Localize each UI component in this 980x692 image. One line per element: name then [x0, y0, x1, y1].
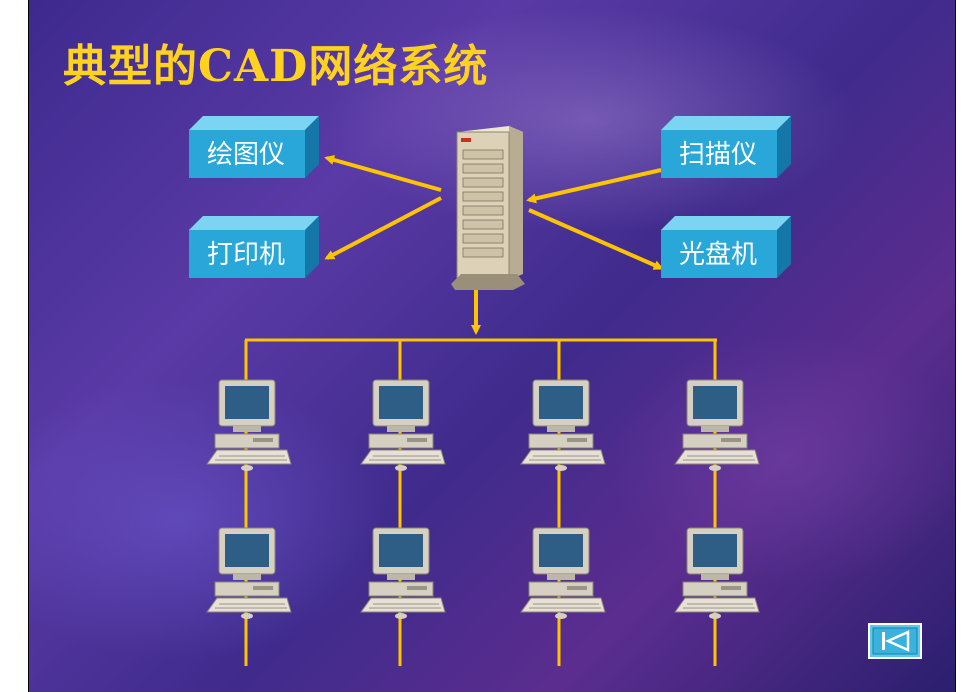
- server-tower-icon: [447, 124, 527, 292]
- first-slide-icon: [868, 623, 922, 659]
- first-slide-button[interactable]: [868, 623, 922, 659]
- workstation-icon: [669, 526, 761, 622]
- workstation-icon: [669, 378, 761, 474]
- slide: 典型的CAD网络系统 绘图仪: [28, 0, 956, 692]
- workstation-icon: [201, 378, 293, 474]
- arrow-to-scanner: [526, 168, 662, 204]
- workstation-icon: [515, 526, 607, 622]
- workstation-icon: [355, 526, 447, 622]
- printer-box: 打印机: [187, 214, 319, 278]
- plotter-label: 绘图仪: [206, 140, 285, 170]
- workstation-icon: [515, 378, 607, 474]
- plotter-box: 绘图仪: [187, 114, 319, 178]
- slide-title: 典型的CAD网络系统: [63, 41, 489, 92]
- scanner-box: 扫描仪: [659, 114, 791, 178]
- workstation-icon: [201, 526, 293, 622]
- arrow-to-plotter: [324, 155, 442, 192]
- optical-drive-box: 光盘机: [659, 214, 791, 278]
- arrow-to-optical-drive: [528, 208, 664, 270]
- network-connectors: [244, 155, 717, 666]
- workstation-icon: [355, 378, 447, 474]
- scanner-label: 扫描仪: [678, 140, 757, 170]
- optical-drive-label: 光盘机: [678, 240, 757, 270]
- printer-label: 打印机: [206, 240, 285, 270]
- arrow-to-printer: [324, 196, 442, 260]
